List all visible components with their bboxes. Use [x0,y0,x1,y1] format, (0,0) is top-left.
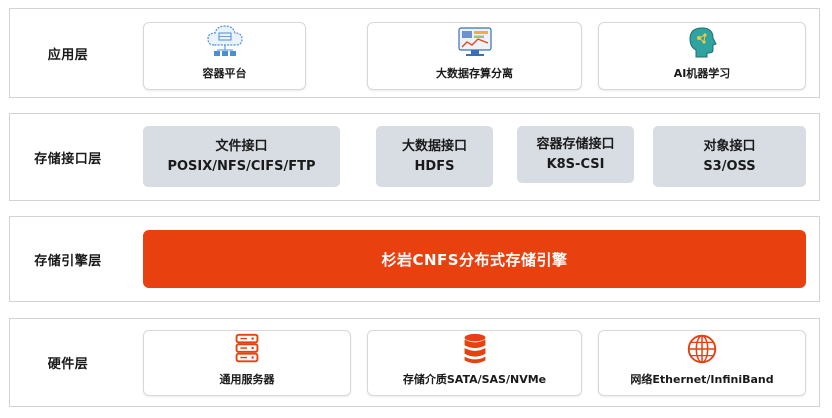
container-storage-interface-protocols: K8S-CSI [546,156,605,172]
globe-icon [687,334,717,364]
network-card: 网络Ethernet/InfiniBand [598,330,806,396]
big-data-interface-protocols: HDFS [414,158,455,174]
file-interface-protocols: POSIX/NFS/CIFS/FTP [167,158,316,174]
server-icon [235,333,259,363]
storage-engine-layer: 存储引擎层 杉岩CNFS分布式存储引擎 [9,216,820,302]
application-layer-label: 应用层 [47,47,89,63]
application-layer: 应用层 容器平台 大数据存算分离 [9,8,820,98]
big-data-dashboard-icon [457,27,492,56]
storage-media-card: 存储介质SATA/SAS/NVMe [367,330,582,396]
storage-interface-layer: 存储接口层 文件接口 POSIX/NFS/CIFS/FTP 大数据接口 HDFS… [9,113,820,201]
object-interface-box: 对象接口 S3/OSS [653,126,806,187]
ai-ml-card: AI机器学习 [598,22,806,90]
general-server-card: 通用服务器 [143,330,351,396]
container-storage-interface-title: 容器存储接口 [536,136,615,152]
container-platform-label: 容器平台 [202,67,247,80]
storage-media-label: 存储介质SATA/SAS/NVMe [402,373,547,386]
container-storage-interface-box: 容器存储接口 K8S-CSI [517,126,634,183]
object-interface-protocols: S3/OSS [703,158,756,174]
database-icon [464,333,485,364]
container-platform-card: 容器平台 [143,22,306,90]
ai-ml-label: AI机器学习 [673,67,731,80]
hardware-layer: 硬件层 通用服务器 存储介质SATA/SAS/NVMe [9,318,820,407]
network-label: 网络Ethernet/InfiniBand [630,373,774,386]
big-data-card: 大数据存算分离 [367,22,582,90]
hardware-layer-label: 硬件层 [47,357,89,372]
big-data-interface-box: 大数据接口 HDFS [376,126,493,187]
storage-interface-layer-label: 存储接口层 [34,151,102,167]
general-server-label: 通用服务器 [219,373,275,386]
ai-head-icon [689,27,717,58]
file-interface-box: 文件接口 POSIX/NFS/CIFS/FTP [143,126,340,187]
file-interface-title: 文件接口 [215,138,268,154]
big-data-interface-title: 大数据接口 [401,138,467,154]
cloud-container-icon [206,25,243,56]
object-interface-title: 对象接口 [703,138,756,154]
big-data-label: 大数据存算分离 [436,67,513,80]
storage-engine-layer-label: 存储引擎层 [34,253,102,269]
cnfs-engine-bar: 杉岩CNFS分布式存储引擎 [143,230,806,288]
